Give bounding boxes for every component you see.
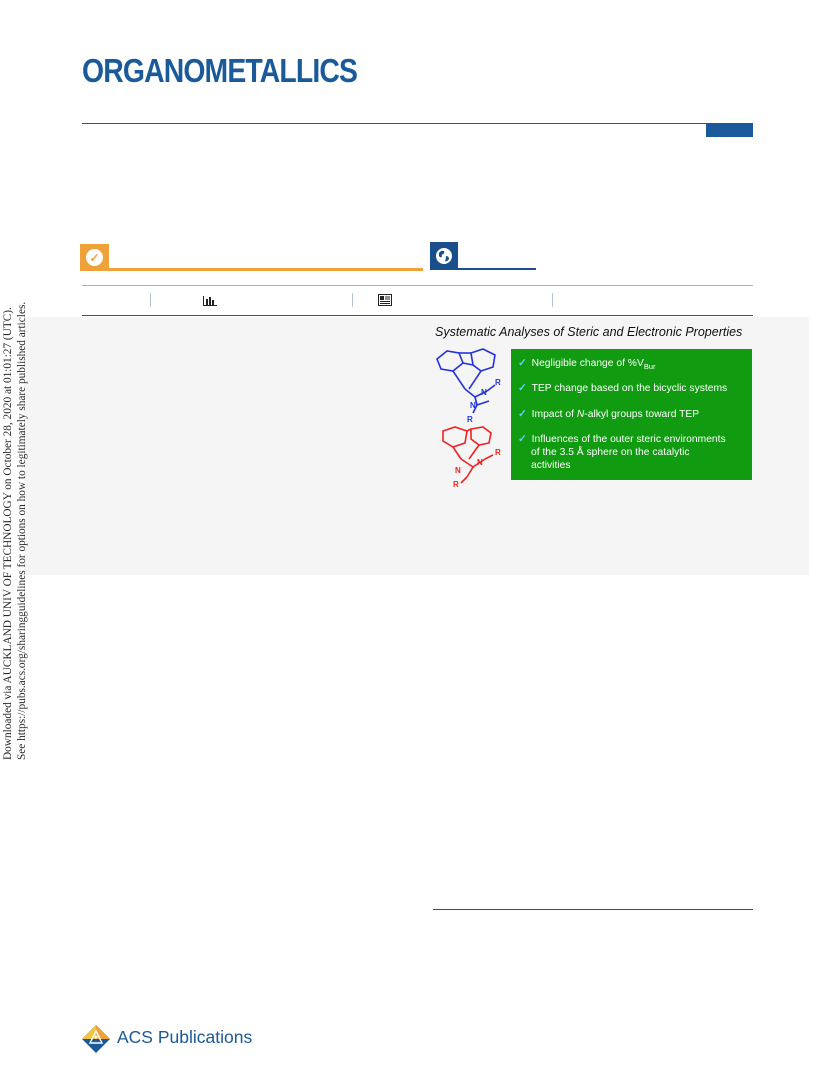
download-note-line: See https://pubs.acs.org/sharingguidelin… — [16, 301, 28, 760]
toc-title: Systematic Analyses of Steric and Electr… — [435, 325, 743, 339]
metrics-separator — [150, 293, 151, 307]
structure-label: N — [470, 401, 476, 410]
toc-item: ✓TEP change based on the bicyclic system… — [518, 383, 728, 394]
lower-bicyclic-structure: R N N R — [442, 426, 501, 489]
structure-label: N — [477, 458, 483, 467]
cite-rule — [109, 268, 423, 271]
download-note: Downloaded via AUCKLAND UNIV OF TECHNOLO… — [2, 302, 32, 760]
check-icon: ✓ — [518, 434, 527, 445]
globe-rule — [458, 268, 536, 270]
download-note-line: Downloaded via AUCKLAND UNIV OF TECHNOLO… — [2, 307, 14, 760]
journal-title: ORGANOMETALLICS — [82, 52, 358, 89]
metrics-separator — [552, 293, 553, 307]
toc-graphic: Systematic Analyses of Steric and Electr… — [433, 321, 753, 489]
metrics-separator — [352, 293, 353, 307]
publisher-name[interactable]: ACS Publications — [117, 1027, 253, 1047]
toc-item: ✓Influences of the outer steric environm… — [518, 434, 726, 471]
structure-label: R — [453, 480, 459, 489]
header-tab — [706, 123, 753, 137]
structure-label: N — [481, 388, 487, 397]
structure-label: R — [467, 415, 473, 424]
check-circle-icon: ✓ — [86, 249, 103, 266]
metrics-bar-top-rule — [82, 285, 753, 286]
bar-chart-icon[interactable] — [203, 294, 217, 306]
check-icon: ✓ — [518, 358, 527, 369]
toc-item: ✓Impact of N-alkyl groups toward TEP — [518, 409, 700, 420]
footnote-rule — [433, 909, 753, 910]
header-rule — [82, 123, 753, 124]
toc-item: ✓Negligible change of %VBur — [518, 358, 656, 372]
structure-label: R — [495, 378, 501, 387]
toc-summary-box: ✓Negligible change of %VBur ✓TEP change … — [511, 349, 752, 480]
metrics-bar-bottom-rule — [82, 315, 753, 316]
globe-icon — [436, 248, 452, 264]
open-access-badge[interactable] — [430, 242, 458, 270]
cite-badge[interactable]: ✓ — [80, 244, 109, 271]
check-icon: ✓ — [518, 383, 527, 394]
check-icon: ✓ — [518, 409, 527, 420]
acs-logo-icon[interactable] — [80, 1023, 112, 1055]
upper-bicyclic-structure: R N N R — [436, 348, 501, 424]
article-icon[interactable] — [378, 294, 392, 306]
structure-label: R — [495, 448, 501, 457]
structure-label: N — [455, 466, 461, 475]
